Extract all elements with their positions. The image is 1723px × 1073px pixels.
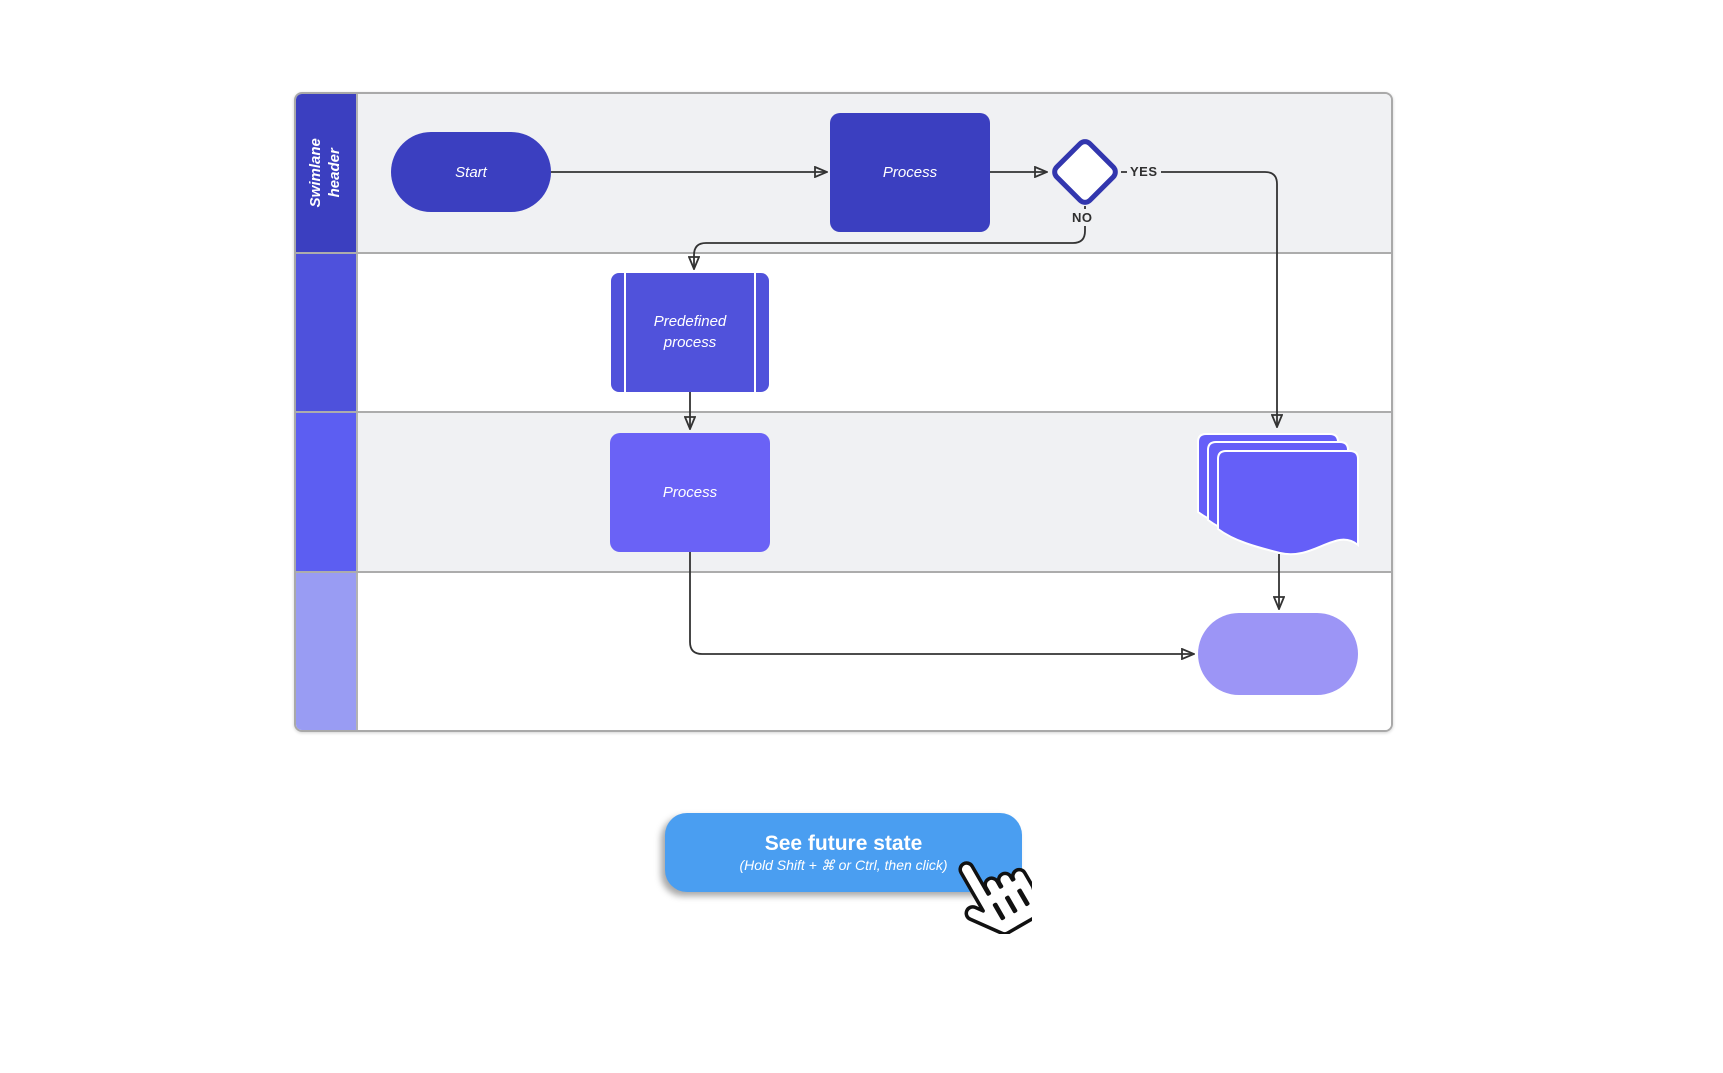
multi-document-pages — [1197, 433, 1359, 556]
lane-4-tab[interactable] — [296, 572, 358, 730]
swimlane-header-label: Swimlane header — [307, 138, 344, 208]
multi-document-node[interactable] — [1196, 430, 1364, 560]
no-edge-label: NO — [1069, 209, 1096, 226]
process-node-1[interactable]: Process — [830, 113, 990, 232]
process-node-1-label: Process — [882, 164, 938, 181]
process-node-2[interactable]: Process — [610, 433, 770, 552]
terminator-node[interactable] — [1198, 613, 1358, 695]
predefined-process-label: Predefined process — [653, 313, 727, 351]
lane-3-tab[interactable] — [296, 413, 358, 571]
see-future-state-button[interactable]: See future state (Hold Shift + ⌘ or Ctrl… — [665, 813, 1022, 892]
lane-2 — [296, 251, 1391, 411]
predefined-process-node[interactable]: Predefined process — [611, 273, 769, 392]
see-future-state-title: See future state — [764, 831, 923, 855]
hand-pointer-icon — [958, 861, 1032, 934]
lane-2-body — [358, 253, 1391, 411]
decision-node[interactable] — [1047, 134, 1123, 210]
lane-2-tab[interactable] — [296, 253, 358, 411]
lane-1-tab[interactable]: Swimlane header — [296, 94, 358, 252]
yes-edge-label: YES — [1127, 163, 1161, 180]
see-future-state-subtitle: (Hold Shift + ⌘ or Ctrl, then click) — [739, 856, 948, 873]
process-node-2-label: Process — [662, 484, 718, 501]
start-node[interactable]: Start — [391, 132, 551, 212]
decision-diamond-shape — [1052, 139, 1118, 205]
start-node-label: Start — [455, 163, 487, 181]
